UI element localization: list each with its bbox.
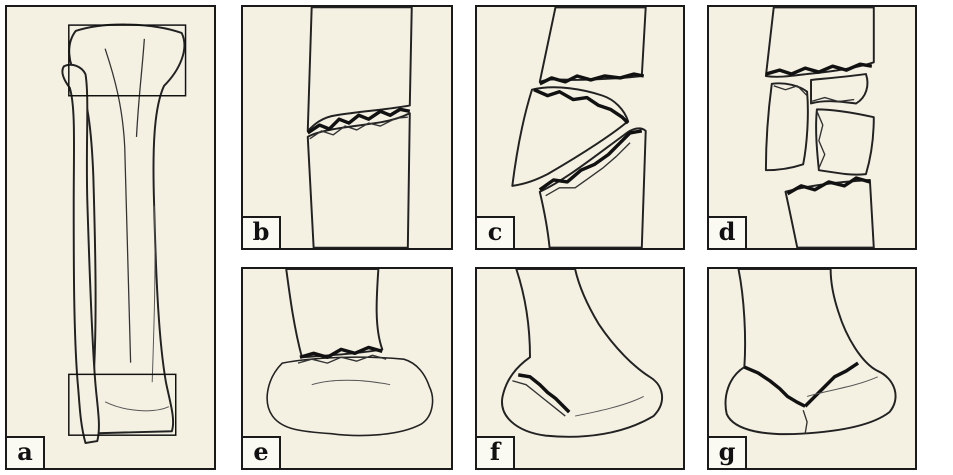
panel-label: d — [709, 216, 747, 248]
panel-b: b — [241, 5, 453, 250]
panel-label: c — [477, 216, 515, 248]
panel-c: c — [475, 5, 685, 250]
panel-label: a — [7, 436, 45, 468]
comminuted-fracture-illustration — [709, 7, 915, 248]
panel-label: g — [709, 436, 747, 468]
transverse-fracture-illustration — [243, 7, 451, 248]
tibia-fibula-illustration — [7, 7, 214, 468]
panel-g: g — [707, 267, 917, 470]
panel-label: b — [243, 216, 281, 248]
panel-d: d — [707, 5, 917, 250]
panel-e: e — [241, 267, 453, 470]
panel-f: f — [475, 267, 685, 470]
panel-a: a — [5, 5, 216, 470]
panel-label: e — [243, 436, 281, 468]
panel-label: f — [477, 436, 515, 468]
wedge-fracture-illustration — [477, 7, 683, 248]
